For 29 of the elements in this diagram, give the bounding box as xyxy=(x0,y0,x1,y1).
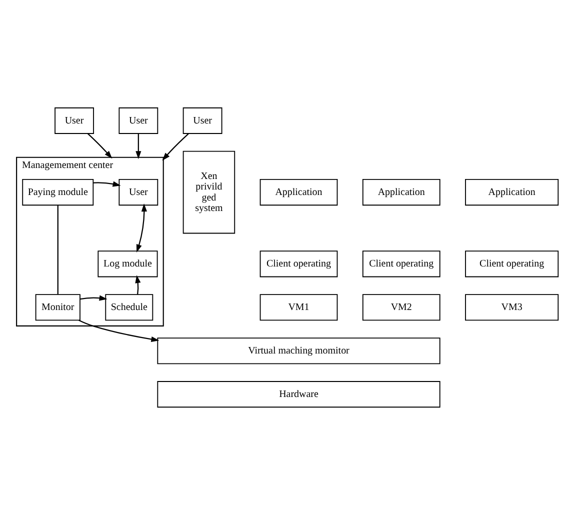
arrow xyxy=(78,319,160,342)
node-box: Monitor xyxy=(35,294,80,320)
node-box: User xyxy=(118,106,158,134)
node-box: VM2 xyxy=(362,294,440,320)
arrow xyxy=(93,180,121,186)
arrow xyxy=(136,203,147,252)
node-box: User xyxy=(54,106,94,134)
node-box: VM3 xyxy=(465,294,559,320)
node-box: Log module xyxy=(98,250,158,277)
node-box: Application xyxy=(465,178,559,206)
connector xyxy=(57,204,58,294)
arrow xyxy=(87,132,112,158)
node-box: Hardware xyxy=(157,380,440,408)
node-box: Client operating xyxy=(362,250,440,277)
node-box: Paying module xyxy=(22,178,94,206)
arrow xyxy=(135,274,141,294)
node-box: Client operating xyxy=(260,250,338,277)
arrow xyxy=(162,132,189,160)
node-box: Schedule xyxy=(105,294,154,320)
node-box: Xen privild ged system xyxy=(182,150,236,234)
node-box: Client operating xyxy=(465,250,559,277)
node-box: Application xyxy=(362,178,440,206)
node-box: User xyxy=(182,106,222,134)
arrow xyxy=(136,133,142,159)
node-box: VM1 xyxy=(260,294,338,320)
node-box: User xyxy=(118,178,158,206)
arrow xyxy=(80,294,108,300)
node-box: Application xyxy=(260,178,338,206)
node-box: Virtual maching momitor xyxy=(157,337,440,364)
